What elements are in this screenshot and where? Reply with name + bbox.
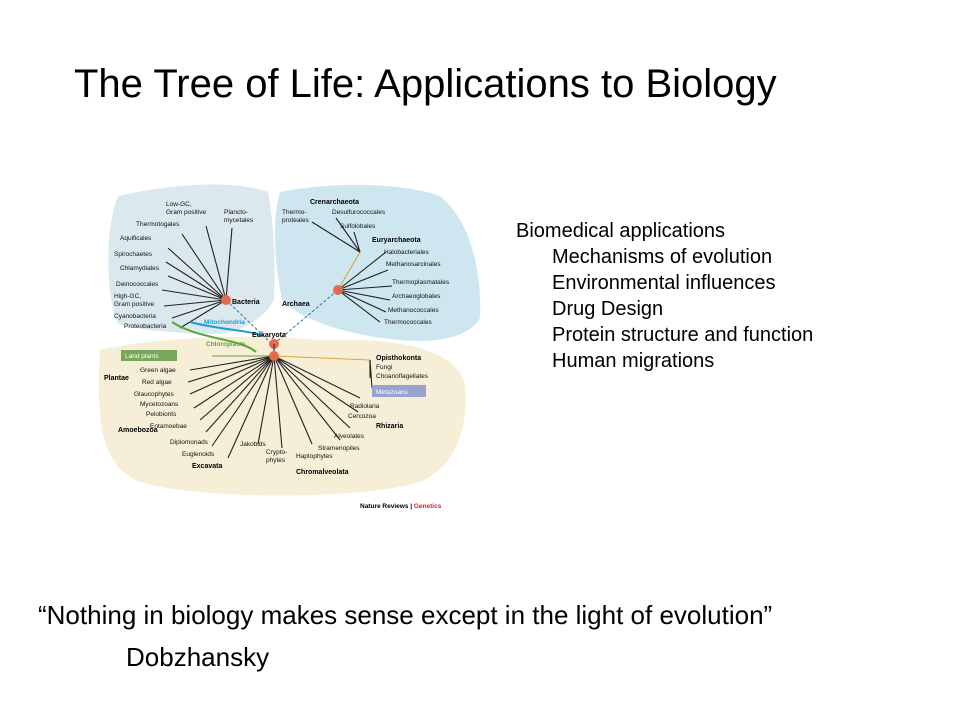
eukaryote-node <box>269 351 279 361</box>
mitochondria-label: Mitochondria <box>204 319 245 326</box>
bacteria-node <box>221 295 231 305</box>
chloroplasts-label: Chloroplasts <box>206 341 246 348</box>
leaf-label: Red algae <box>142 379 172 386</box>
leaf-label: Chlamydiales <box>120 265 160 272</box>
leaf-label: Thermotogales <box>136 221 180 228</box>
credit-journal: Nature Reviews <box>360 503 409 510</box>
quote-text: “Nothing in biology makes sense except i… <box>38 600 773 630</box>
biomedical-applications: Biomedical applications Mechanisms of ev… <box>516 218 813 374</box>
leaf-label: Thermo- <box>282 209 307 216</box>
plantae-label: Plantae <box>104 375 129 382</box>
archaea-node <box>333 285 343 295</box>
leaf-label: phytes <box>266 457 286 464</box>
credit-separator: | <box>408 503 413 510</box>
eukaryota-label: Eukaryota <box>252 332 286 339</box>
leaf-label: Glaucophytes <box>134 391 174 398</box>
metazoans-box <box>372 385 426 397</box>
leaf-label: mycetales <box>224 217 254 224</box>
leaf-label: Desulfurococcales <box>332 209 386 216</box>
leaf-label: Halobacteriales <box>384 249 430 256</box>
leaf-label: High-GC, <box>114 293 141 300</box>
leaf-label: Fungi <box>376 364 392 371</box>
rhizaria-label: Rhizaria <box>376 423 403 430</box>
leaf-label: Haptophytes <box>296 453 333 460</box>
application-item: Human migrations <box>552 350 715 372</box>
leaf-label: Mycetozoans <box>140 401 179 408</box>
leaf-label: Radiolaria <box>350 403 380 410</box>
slide-title: The Tree of Life: Applications to Biolog… <box>74 62 777 106</box>
leaf-label: Deinococcales <box>116 281 159 288</box>
leaf-label: Crypto- <box>266 449 287 456</box>
leaf-label: Euglenoids <box>182 451 215 458</box>
excavata-label: Excavata <box>192 463 222 470</box>
leaf-label: Pelobionts <box>146 411 177 418</box>
leaf-label: Alveolates <box>334 433 365 440</box>
land-plants-label: Land plants <box>125 353 159 360</box>
leaf-label: Gram positive <box>114 301 154 308</box>
mitochondria-arrow <box>189 321 263 337</box>
opisthokonta-label: Opisthokonta <box>376 355 421 362</box>
chromalveolata-label: Chromalveolata <box>296 469 349 476</box>
leaf-label: Sulfolobales <box>340 223 376 230</box>
crenarchaeota-label: Crenarchaeota <box>310 199 359 206</box>
eukaryote-blob <box>98 336 466 496</box>
bacteria-label: Bacteria <box>232 299 260 306</box>
application-item: Mechanisms of evolution <box>552 246 773 268</box>
leaf-label: Diplomonads <box>170 439 209 446</box>
application-item: Protein structure and function <box>552 324 814 346</box>
leaf-label: Methanosarcinales <box>386 261 441 268</box>
leaf-label: Spirochaetes <box>114 251 153 258</box>
chloroplasts-arrow <box>171 321 257 353</box>
leaf-label: Methanococcales <box>388 307 439 314</box>
applications-heading: Biomedical applications <box>516 220 726 242</box>
leaf-label: Plancto- <box>224 209 248 216</box>
leaf-label: Jakobids <box>240 441 266 448</box>
land-plants-box <box>121 350 177 361</box>
leaf-label: Cyanobacteria <box>114 313 156 320</box>
leaf-label: Green algae <box>140 367 176 374</box>
bacteria-tree <box>161 225 271 343</box>
euryarchaeota-label: Euryarchaeota <box>372 237 421 244</box>
bacteria-blob <box>108 184 275 334</box>
leaf-label: Archaeoglobales <box>392 293 441 300</box>
leaf-label: Gram positive <box>166 209 206 216</box>
leaf-label: proteales <box>282 217 309 224</box>
amoebozoa-label: Amoebozoa <box>118 427 158 434</box>
archaea-tree <box>273 217 393 345</box>
application-item: Drug Design <box>552 298 664 320</box>
leaf-label: Entamoebae <box>150 423 187 430</box>
archaea-label: Archaea <box>282 301 310 308</box>
leaf-label: Stramenopiles <box>318 445 360 452</box>
eukaryote-tree <box>187 344 373 459</box>
leaf-label: Cercozoa <box>348 413 376 420</box>
credit-section: Genetics <box>414 503 442 510</box>
archaea-blob <box>274 184 481 342</box>
application-item: Environmental influences <box>552 272 776 294</box>
leaf-label: Proteobacteria <box>124 323 167 330</box>
metazoans-label: Metazoans <box>376 389 409 396</box>
leaf-label: Choanoflagellates <box>376 373 429 380</box>
leaf-label: Thermococcales <box>384 319 432 326</box>
leaf-label: Low-GC, <box>166 201 192 208</box>
leaf-label: Aquificales <box>120 235 152 242</box>
figure-credit: Nature Reviews | Genetics <box>360 503 442 510</box>
quote-author: Dobzhansky <box>126 642 270 672</box>
leaf-label: Thermoplasmatales <box>392 279 450 286</box>
